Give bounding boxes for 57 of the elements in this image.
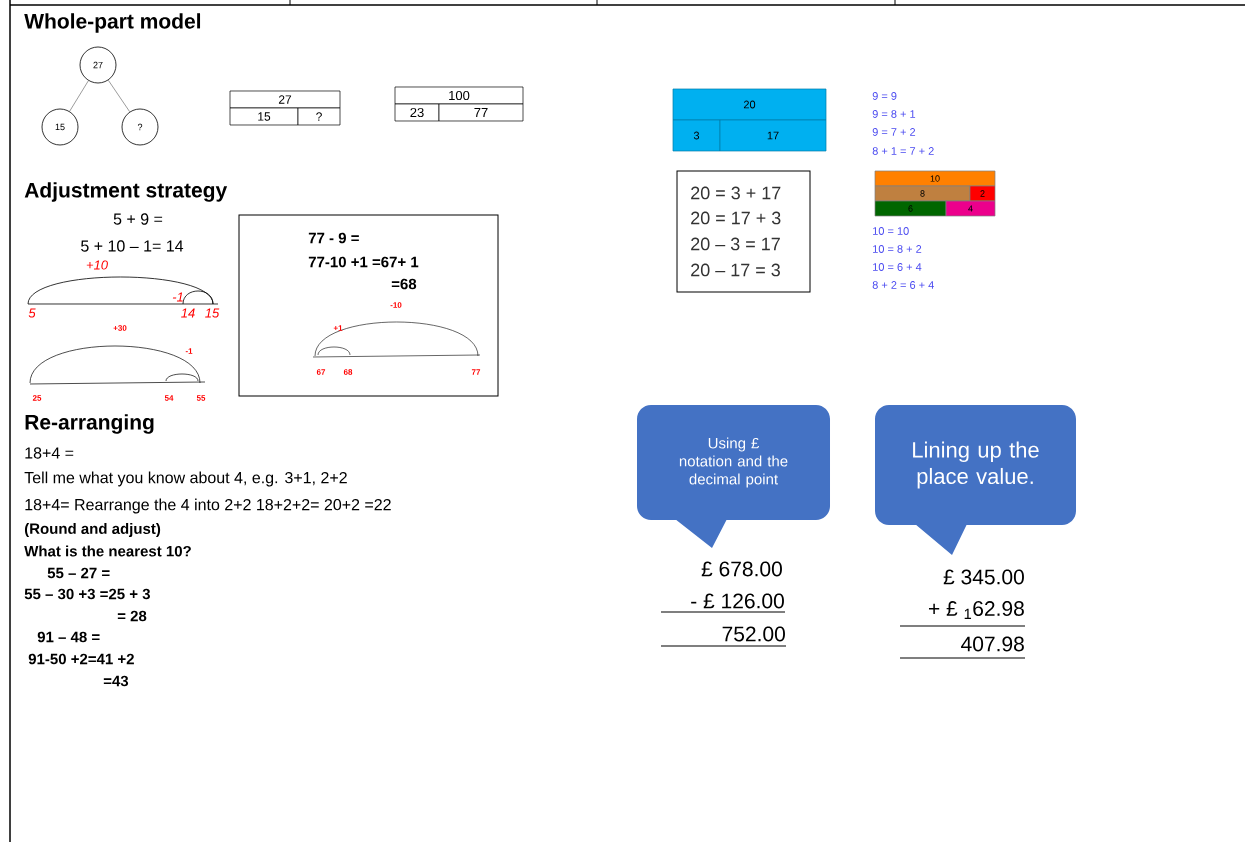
equation-text: 10 = 8 + 2 [873,245,922,253]
jump-label: +10 [86,260,108,270]
equation-box: 20 = 3 + 17 20 = 17 + 3 20 – 3 = 17 20 – 17 = 3 [676,170,811,293]
equation-text: 55 – 30 +3 =25 + 3 [24,588,150,600]
money-text: - £ 126.00 [691,593,784,609]
heading: Adjustment strategy [24,182,228,202]
bar-model-cell: 15 [229,107,299,126]
equation-text: 5 + 9 = [113,213,163,225]
equation-text: 55 – 27 = [47,567,110,579]
bar-model-cell: 2 [969,185,996,202]
question-text: What is the nearest 10? [24,545,191,557]
equation-text: 18+4 = [25,447,74,459]
instruction-text: Tell me what you know about 4, e.g. 3+1, 2+2 [24,471,347,487]
number-label: 77 [471,369,481,375]
money-text: + £ $_{1}$62.98 [929,601,1024,619]
money-text: 407.98 [961,636,1024,652]
jump-label: +1 [333,325,343,331]
bar-model-cell: 8 [874,185,971,202]
number-label: 15 [205,308,220,318]
bar-model-cell: 77 [438,103,524,122]
speech-bubble: Using £ notation and the decimal point [637,405,830,548]
speech-bubble: Lining up the place value. [875,405,1076,555]
jump-label: -1 [185,348,193,354]
number-label: 54 [164,395,174,401]
heading: Re-arranging [25,414,154,434]
number-label: 14 [181,308,195,318]
money-text: 752.00 [722,626,785,642]
bar-model-cell: 6 [874,200,947,217]
bar-model-cell: 3 [672,119,721,152]
heading: Whole-part model [24,13,201,33]
subheading: (Round and adjust) [24,523,161,537]
number-label: 25 [32,395,42,401]
equation-text: 91-50 +2=41 +2 [28,653,134,665]
number-label: 67 [316,369,326,375]
jump-label: +30 [113,325,127,331]
jump-label: -10 [390,302,402,308]
equation-text: 5 + 10 – 1= 14 [81,240,184,252]
bar-model-cell: 4 [945,200,996,217]
connector-line [69,80,89,112]
jump-label: -1 [172,292,183,302]
equation-text: =43 [103,675,129,687]
number-label: 68 [343,369,353,375]
equation-text: 8 + 1 = 7 + 2 [872,147,934,155]
bar-model-cell: 23 [394,103,440,122]
equation-text: 8 + 2 = 6 + 4 [872,281,934,289]
connector-line [108,79,130,113]
equation-text: 9 = 7 + 2 [872,128,916,136]
equation-text: 9 = 8 + 1 [872,110,916,118]
equation-text: 91 – 48 = [37,631,100,643]
number-label: 55 [196,395,206,401]
equation-text: 10 = 6 + 4 [873,263,922,271]
equation-text: 9 = 9 [872,92,897,100]
number-label: 5 [28,308,36,318]
instruction-text: 18+4= Rearrange the 4 into 2+2 18+2+2= 20+2 =22 [25,498,391,514]
equation-text: = 28 [117,610,147,622]
bar-model-cell: ? [297,107,341,126]
equation-text: 10 = 10 [873,227,909,235]
